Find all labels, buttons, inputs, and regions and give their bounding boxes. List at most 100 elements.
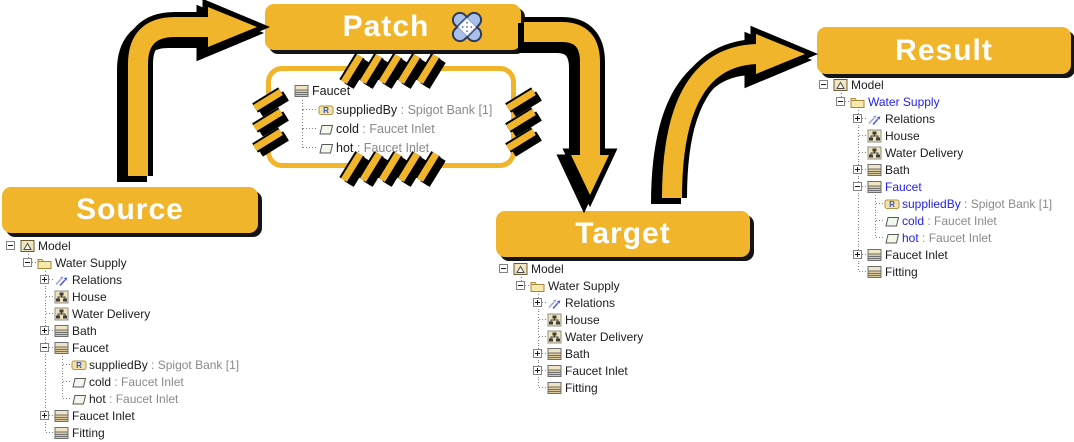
class-icon [867,265,885,279]
tree-guide [833,178,850,195]
tree-label: Faucet [885,179,922,194]
model-icon [513,262,531,276]
arrow-patch-to-target [524,17,618,208]
arrow-target-to-result [657,25,819,199]
tree-label: hot [89,391,106,406]
tree-row: Water Delivery [816,144,1052,161]
tree-row: Faucet [294,81,492,100]
expander-minus-icon [499,264,508,273]
tree-label: cold [902,213,925,228]
tree-guide [513,379,530,396]
tree-guide [3,407,20,424]
tree-label: Water Supply [55,255,127,270]
folder-icon [530,279,548,293]
tree-connector [816,76,833,93]
tree-guide [3,271,20,288]
reference-icon: R [71,358,89,372]
tree-connector [37,322,54,339]
tree-suffix: : Faucet Inlet [353,140,430,155]
tree-guide [20,424,37,441]
tree-suffix: : Faucet Inlet [358,121,435,136]
tree-label: House [565,312,600,327]
tree-connector [37,305,54,322]
model-icon [20,239,38,253]
svg-text:R: R [889,200,895,209]
tree-label: Water Supply [868,94,940,109]
tree-suffix: : Spigot Bank [1] [397,102,493,117]
relations-icon [547,296,565,310]
tree-guide [20,373,37,390]
tree-row: hot : Faucet Inlet [816,229,1052,246]
tree-guide [816,161,833,178]
result-banner: Result [817,27,1071,74]
tree-guide [496,345,513,362]
tree-row: Model [816,76,1052,93]
tree-row: Fitting [3,424,239,441]
target-banner-label: Target [575,217,671,250]
tree-connector [867,212,884,229]
tree-connector [530,379,547,396]
tree-guide [3,305,20,322]
tree-guide [816,178,833,195]
patch-banner-label: Patch [342,10,430,43]
tree-row: Bath [816,161,1052,178]
tree-label: cold [336,121,359,136]
tree-row: cold : Faucet Inlet [3,373,239,390]
tree-guide [20,288,37,305]
expander-plus-icon [853,114,862,123]
port-icon [884,214,902,228]
tree-connector [833,93,850,110]
expander-minus-icon [836,97,845,106]
tree-guide [3,254,20,271]
tree-row: Faucet [816,178,1052,195]
result-banner-label: Result [895,33,993,67]
tree-guide [513,345,530,362]
tree-guide [3,288,20,305]
tree-label: Fitting [72,425,105,440]
tree-connector [867,195,884,212]
diagram-icon [54,290,72,304]
tree-guide [20,271,37,288]
diagram-icon [867,146,885,160]
tree-guide [850,195,867,212]
expander-minus-icon [40,343,49,352]
tree-guide [20,339,37,356]
tree-row: cold : Faucet Inlet [294,119,492,138]
tree-label: Water Delivery [885,145,964,160]
port-icon [884,231,902,245]
diagram-icon [867,129,885,143]
expander-plus-icon [533,366,542,375]
tree-row: Model [3,237,239,254]
tree-guide [513,311,530,328]
tree-suffix: : Faucet Inlet [918,230,992,245]
tree-label: Faucet [312,83,351,98]
reference-icon: R [884,197,902,211]
relations-icon [54,273,72,287]
tree-label: Fitting [565,380,598,395]
tree-connector [530,345,547,362]
tree-guide [3,322,20,339]
tree-connector [530,311,547,328]
tree-connector [37,424,54,441]
tree-connector [530,328,547,345]
tree-guide [20,305,37,322]
tree-suffix: : Faucet Inlet [105,391,179,406]
arrow-source-to-patch [123,0,271,176]
tree-guide [833,229,850,246]
tree-connector [294,138,318,157]
model-icon [833,78,851,92]
tree-guide [3,339,20,356]
tree-guide [20,390,37,407]
tree-guide [3,424,20,441]
tree-row: Relations [3,271,239,288]
tree-connector [37,339,54,356]
tree-guide [496,379,513,396]
tree-label: House [72,289,107,304]
tree-guide [496,362,513,379]
tree-connector [294,100,318,119]
tree-connector [54,390,71,407]
class-icon [547,364,565,378]
